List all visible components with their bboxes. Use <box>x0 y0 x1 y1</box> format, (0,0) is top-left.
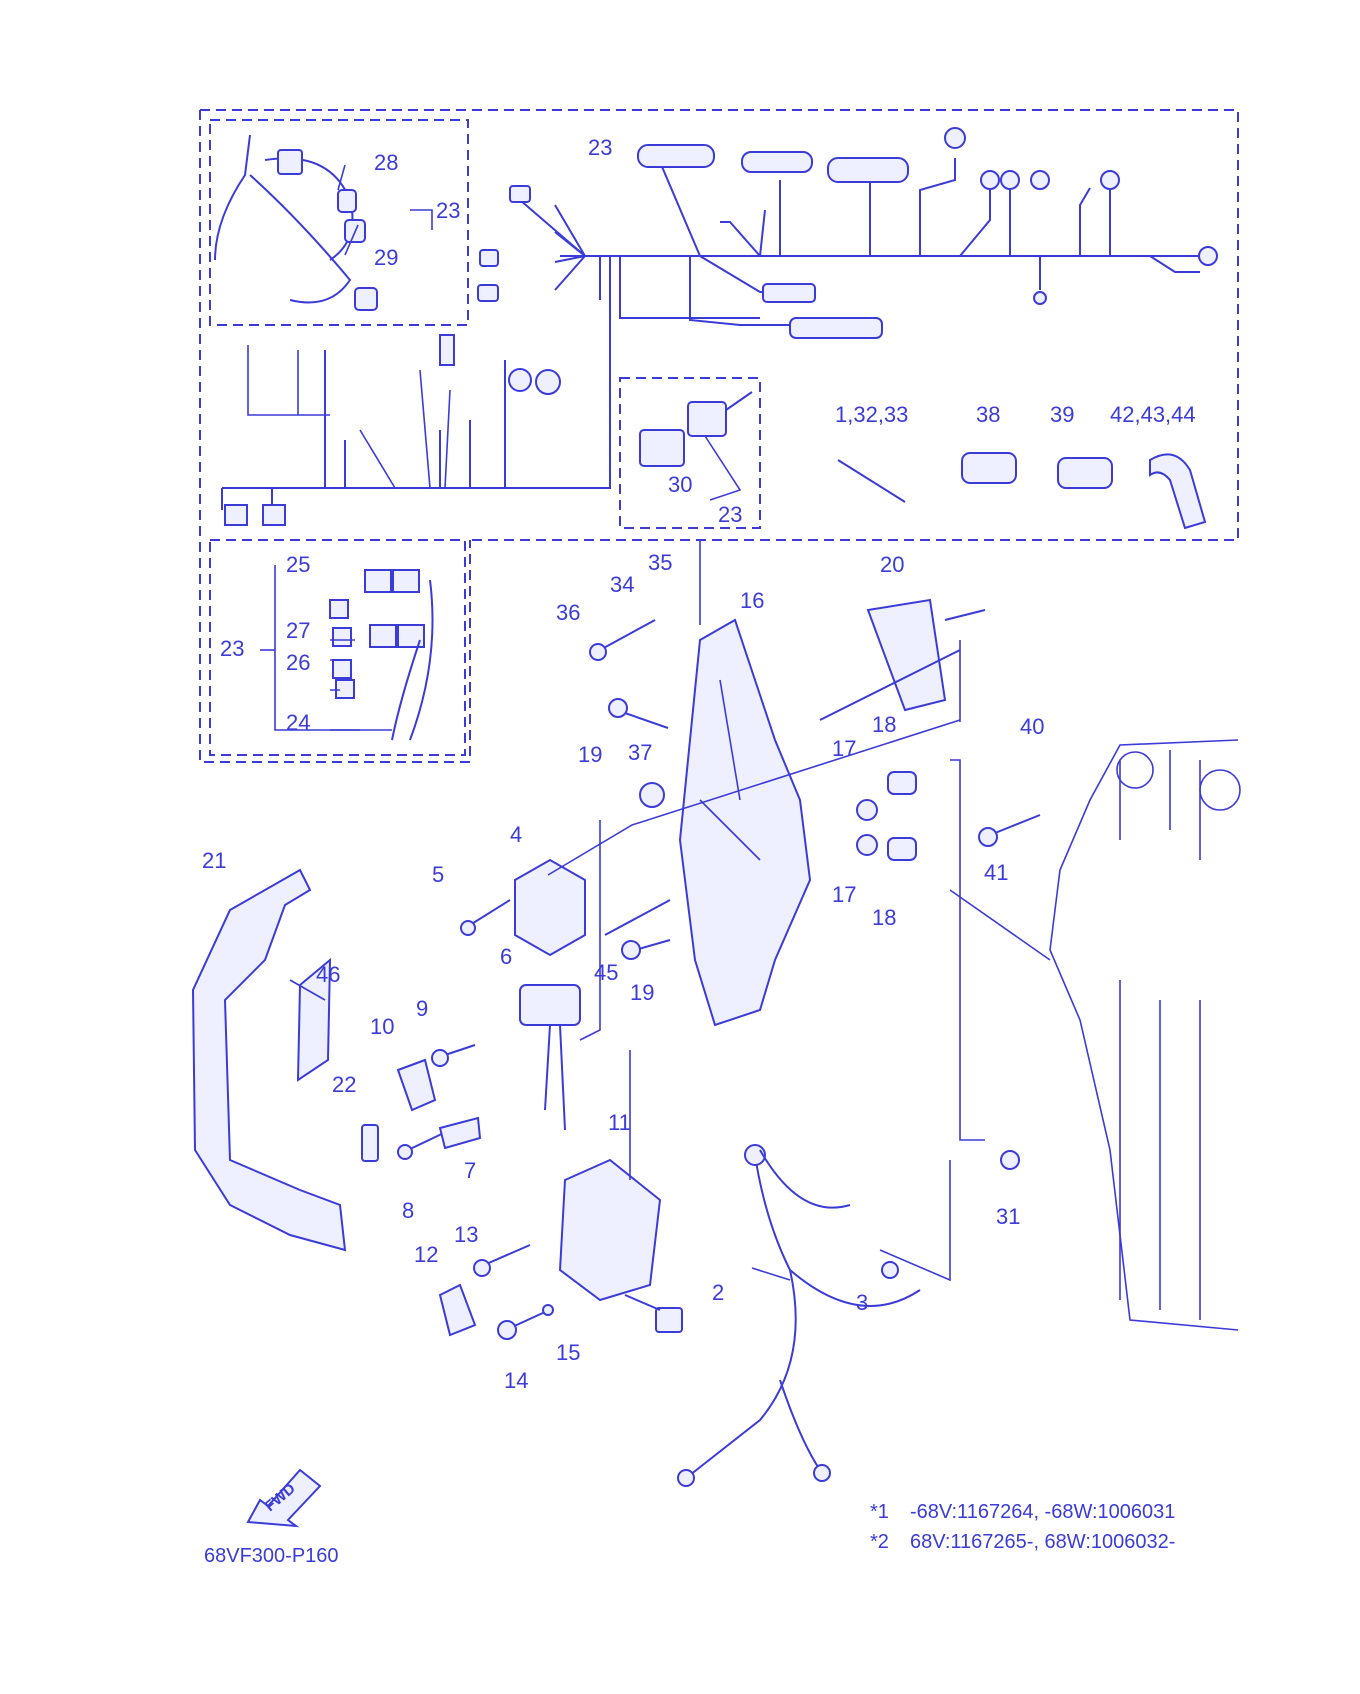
callout-labels: 23 28 29 23 30 23 1,32,33 38 39 42,43,44… <box>202 135 1196 1393</box>
callout-23: 23 <box>436 198 460 223</box>
leader-lines <box>260 164 1051 1282</box>
callout-45: 45 <box>594 960 618 985</box>
note-text-2: 68V:1167265-, 68W:1006032- <box>910 1531 1175 1553</box>
callout-20: 20 <box>880 552 904 577</box>
callout-19: 19 <box>630 980 654 1005</box>
callout-19: 19 <box>578 742 602 767</box>
engine-block-outline <box>1049 739 1241 1331</box>
callout-36: 36 <box>556 600 580 625</box>
callout-8: 8 <box>402 1198 414 1223</box>
control-unit-11 <box>558 1158 683 1333</box>
sub-harness-inset <box>214 134 378 311</box>
callout-18: 18 <box>872 905 896 930</box>
forward-arrow-icon: FWD <box>246 1468 322 1528</box>
callout-16: 16 <box>740 588 764 613</box>
bolts-and-grommets <box>397 619 1041 1340</box>
callout-4: 4 <box>510 822 522 847</box>
note-mark-2: *2 <box>870 1531 889 1553</box>
callout-21: 21 <box>202 848 226 873</box>
cable-ties-and-clamps <box>837 452 1207 530</box>
callout-3: 3 <box>856 1290 868 1315</box>
callout-42-43-44: 42,43,44 <box>1110 402 1196 427</box>
callout-35: 35 <box>648 550 672 575</box>
callout-24: 24 <box>286 710 310 735</box>
note-text-1: -68V:1167264, -68W:1006031 <box>910 1501 1175 1523</box>
callout-12: 12 <box>414 1242 438 1267</box>
bracket-20 <box>819 598 986 721</box>
callout-18: 18 <box>872 712 896 737</box>
main-wire-harness <box>221 127 1218 526</box>
callout-11: 11 <box>608 1110 631 1135</box>
callout-29: 29 <box>374 245 398 270</box>
callout-37: 37 <box>628 740 652 765</box>
callout-25: 25 <box>286 552 310 577</box>
callout-15: 15 <box>556 1340 580 1365</box>
callout-22: 22 <box>332 1072 356 1097</box>
callout-7: 7 <box>464 1158 476 1183</box>
callout-23: 23 <box>588 135 612 160</box>
relay-connector-30 <box>639 391 753 501</box>
callout-6: 6 <box>500 944 512 969</box>
diagram-code: 68VF300-P160 <box>204 1545 339 1567</box>
callout-14: 14 <box>504 1368 528 1393</box>
callout-41: 41 <box>984 860 1008 885</box>
callout-26: 26 <box>286 650 310 675</box>
coupler-6-and-lead <box>519 984 581 1131</box>
protection-cover-21 <box>191 868 347 1252</box>
callout-23: 23 <box>718 502 742 527</box>
serial-notes: *1 -68V:1167264, -68W:1006031 *2 68V:116… <box>870 1501 1175 1553</box>
callout-17: 17 <box>832 882 856 907</box>
callout-28: 28 <box>374 150 398 175</box>
battery-lead-2 <box>677 1144 921 1487</box>
callout-40: 40 <box>1020 714 1044 739</box>
harness-group-frame <box>199 109 1239 763</box>
callout-38: 38 <box>976 402 1000 427</box>
callout-31: 31 <box>996 1204 1020 1229</box>
mounting-bracket-16 <box>678 618 812 1027</box>
note-mark-1: *1 <box>870 1501 889 1523</box>
callout-2: 2 <box>712 1280 724 1305</box>
callout-1-32-33: 1,32,33 <box>835 402 908 427</box>
relay-4 <box>514 858 586 957</box>
callout-5: 5 <box>432 862 444 887</box>
clips-10-12-22-7 <box>361 1058 482 1337</box>
callout-23: 23 <box>220 636 244 661</box>
callout-30: 30 <box>668 472 692 497</box>
callout-27: 27 <box>286 618 310 643</box>
callout-17: 17 <box>832 736 856 761</box>
callout-39: 39 <box>1050 402 1074 427</box>
callout-9: 9 <box>416 996 428 1021</box>
callout-46: 46 <box>316 962 340 987</box>
callout-10: 10 <box>370 1014 394 1039</box>
callout-34: 34 <box>610 572 634 597</box>
callout-13: 13 <box>454 1222 478 1247</box>
